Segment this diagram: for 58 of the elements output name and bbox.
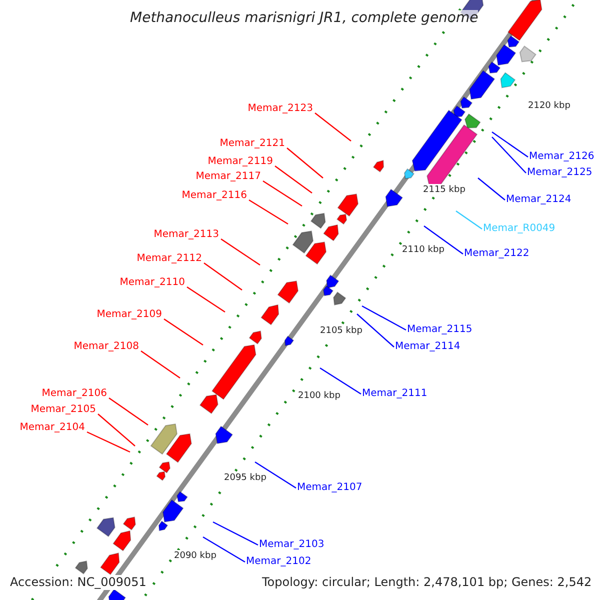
gene-label: Memar_2104 [20, 422, 85, 434]
gene-label: Memar_2115 [407, 324, 472, 336]
leader-line [220, 238, 260, 266]
genome-summary: Topology: circular; Length: 2,478,101 bp; Genes: 2,542 [262, 575, 592, 590]
leader-line [164, 318, 204, 346]
gene-label: Memar_2103 [259, 539, 324, 551]
leader-line [108, 398, 148, 426]
gene-label: Memar_2124 [506, 194, 572, 206]
gene-label: Memar_2123 [248, 103, 313, 115]
gene-label: Memar_2121 [220, 138, 285, 150]
leader-line [204, 262, 242, 290]
gene-label: Memar_2114 [395, 341, 460, 353]
gene-label: Memar_2111 [362, 388, 428, 400]
leader-line [424, 226, 464, 254]
gene-label: Memar_2122 [464, 248, 530, 260]
leader-line [356, 314, 394, 348]
gene-label: Memar_2113 [154, 229, 219, 241]
leader-line [140, 350, 180, 378]
leader-line [274, 166, 312, 194]
title: Methanoculleus marisnigri JR1, complete genome [130, 10, 478, 26]
scale-label: 2105 kbp [320, 325, 362, 337]
leader-line [212, 521, 258, 546]
leader-line [262, 180, 302, 206]
gene-label: Memar_2109 [96, 309, 162, 321]
scale-label: 2090 kbp [174, 550, 216, 562]
gene-label: Memar_2107 [297, 482, 362, 494]
scale-label: 2110 kbp [402, 244, 444, 256]
leader-line [254, 462, 296, 488]
leader-line [320, 368, 362, 394]
scale-label: 2115 kbp [423, 184, 466, 196]
leader-line [492, 132, 528, 158]
gene-label: Memar_2117 [196, 171, 261, 183]
gene-label: Memar_2125 [527, 167, 592, 179]
accession-label: Accession: NC_009051 [10, 575, 146, 590]
leader-line [492, 136, 526, 174]
leader-line [202, 536, 246, 563]
leader-line [248, 199, 288, 225]
leader-line [478, 178, 506, 200]
gene-label: Memar_2108 [74, 341, 139, 353]
gene-label: Memar_2116 [182, 190, 247, 202]
leader-line [286, 148, 324, 178]
scale-label: 2120 kbp [528, 100, 570, 112]
gene-label: Memar_R0049 [483, 223, 556, 235]
scale-label: 2095 kbp [224, 472, 266, 484]
leader-line [456, 210, 482, 230]
leader-line [86, 431, 130, 453]
gene-label: Memar_2126 [529, 151, 594, 163]
gene-label: Memar_2119 [208, 156, 273, 168]
scale-label: 2100 kbp [298, 390, 340, 402]
leader-line [314, 112, 352, 142]
leader-line [186, 286, 226, 312]
leader-line [98, 414, 136, 446]
gene-label: Memar_2110 [120, 277, 185, 289]
leader-line [362, 305, 406, 331]
gene-label: Memar_2106 [42, 388, 107, 400]
gene-label: Memar_2102 [246, 556, 312, 568]
gene-label: Memar_2112 [136, 253, 202, 265]
gene-label: Memar_2105 [30, 404, 96, 416]
